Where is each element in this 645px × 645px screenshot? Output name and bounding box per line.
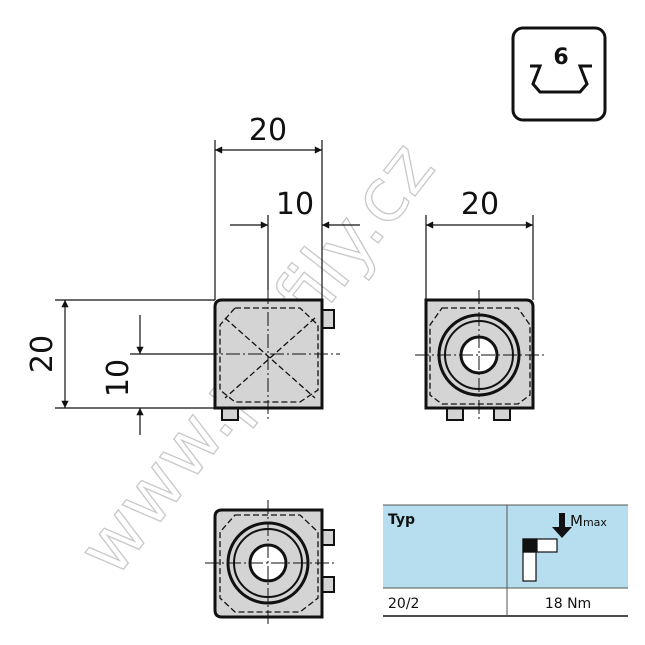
angle-bracket-icon: [522, 538, 558, 582]
top-view: [205, 500, 335, 627]
badge-label: 6: [553, 45, 568, 70]
dim-side-width: 20: [461, 187, 499, 222]
table-header-mmax: Mmax: [570, 512, 607, 530]
table-cell-typ: 20/2: [388, 596, 419, 612]
dim-front-width: 20: [249, 113, 287, 148]
torque-table: Typ Mmax 20/2 18 Nm: [383, 504, 628, 617]
dim-front-half-width: 10: [276, 187, 314, 222]
side-view: [415, 290, 545, 421]
dim-front-half-height: 10: [101, 359, 136, 397]
slot-size-badge: 6: [511, 26, 607, 122]
table-cell-torque: 18 Nm: [545, 596, 591, 612]
table-header-typ: Typ: [388, 512, 415, 528]
torque-arrow-icon: [552, 513, 572, 538]
dim-front-height: 20: [25, 335, 60, 373]
